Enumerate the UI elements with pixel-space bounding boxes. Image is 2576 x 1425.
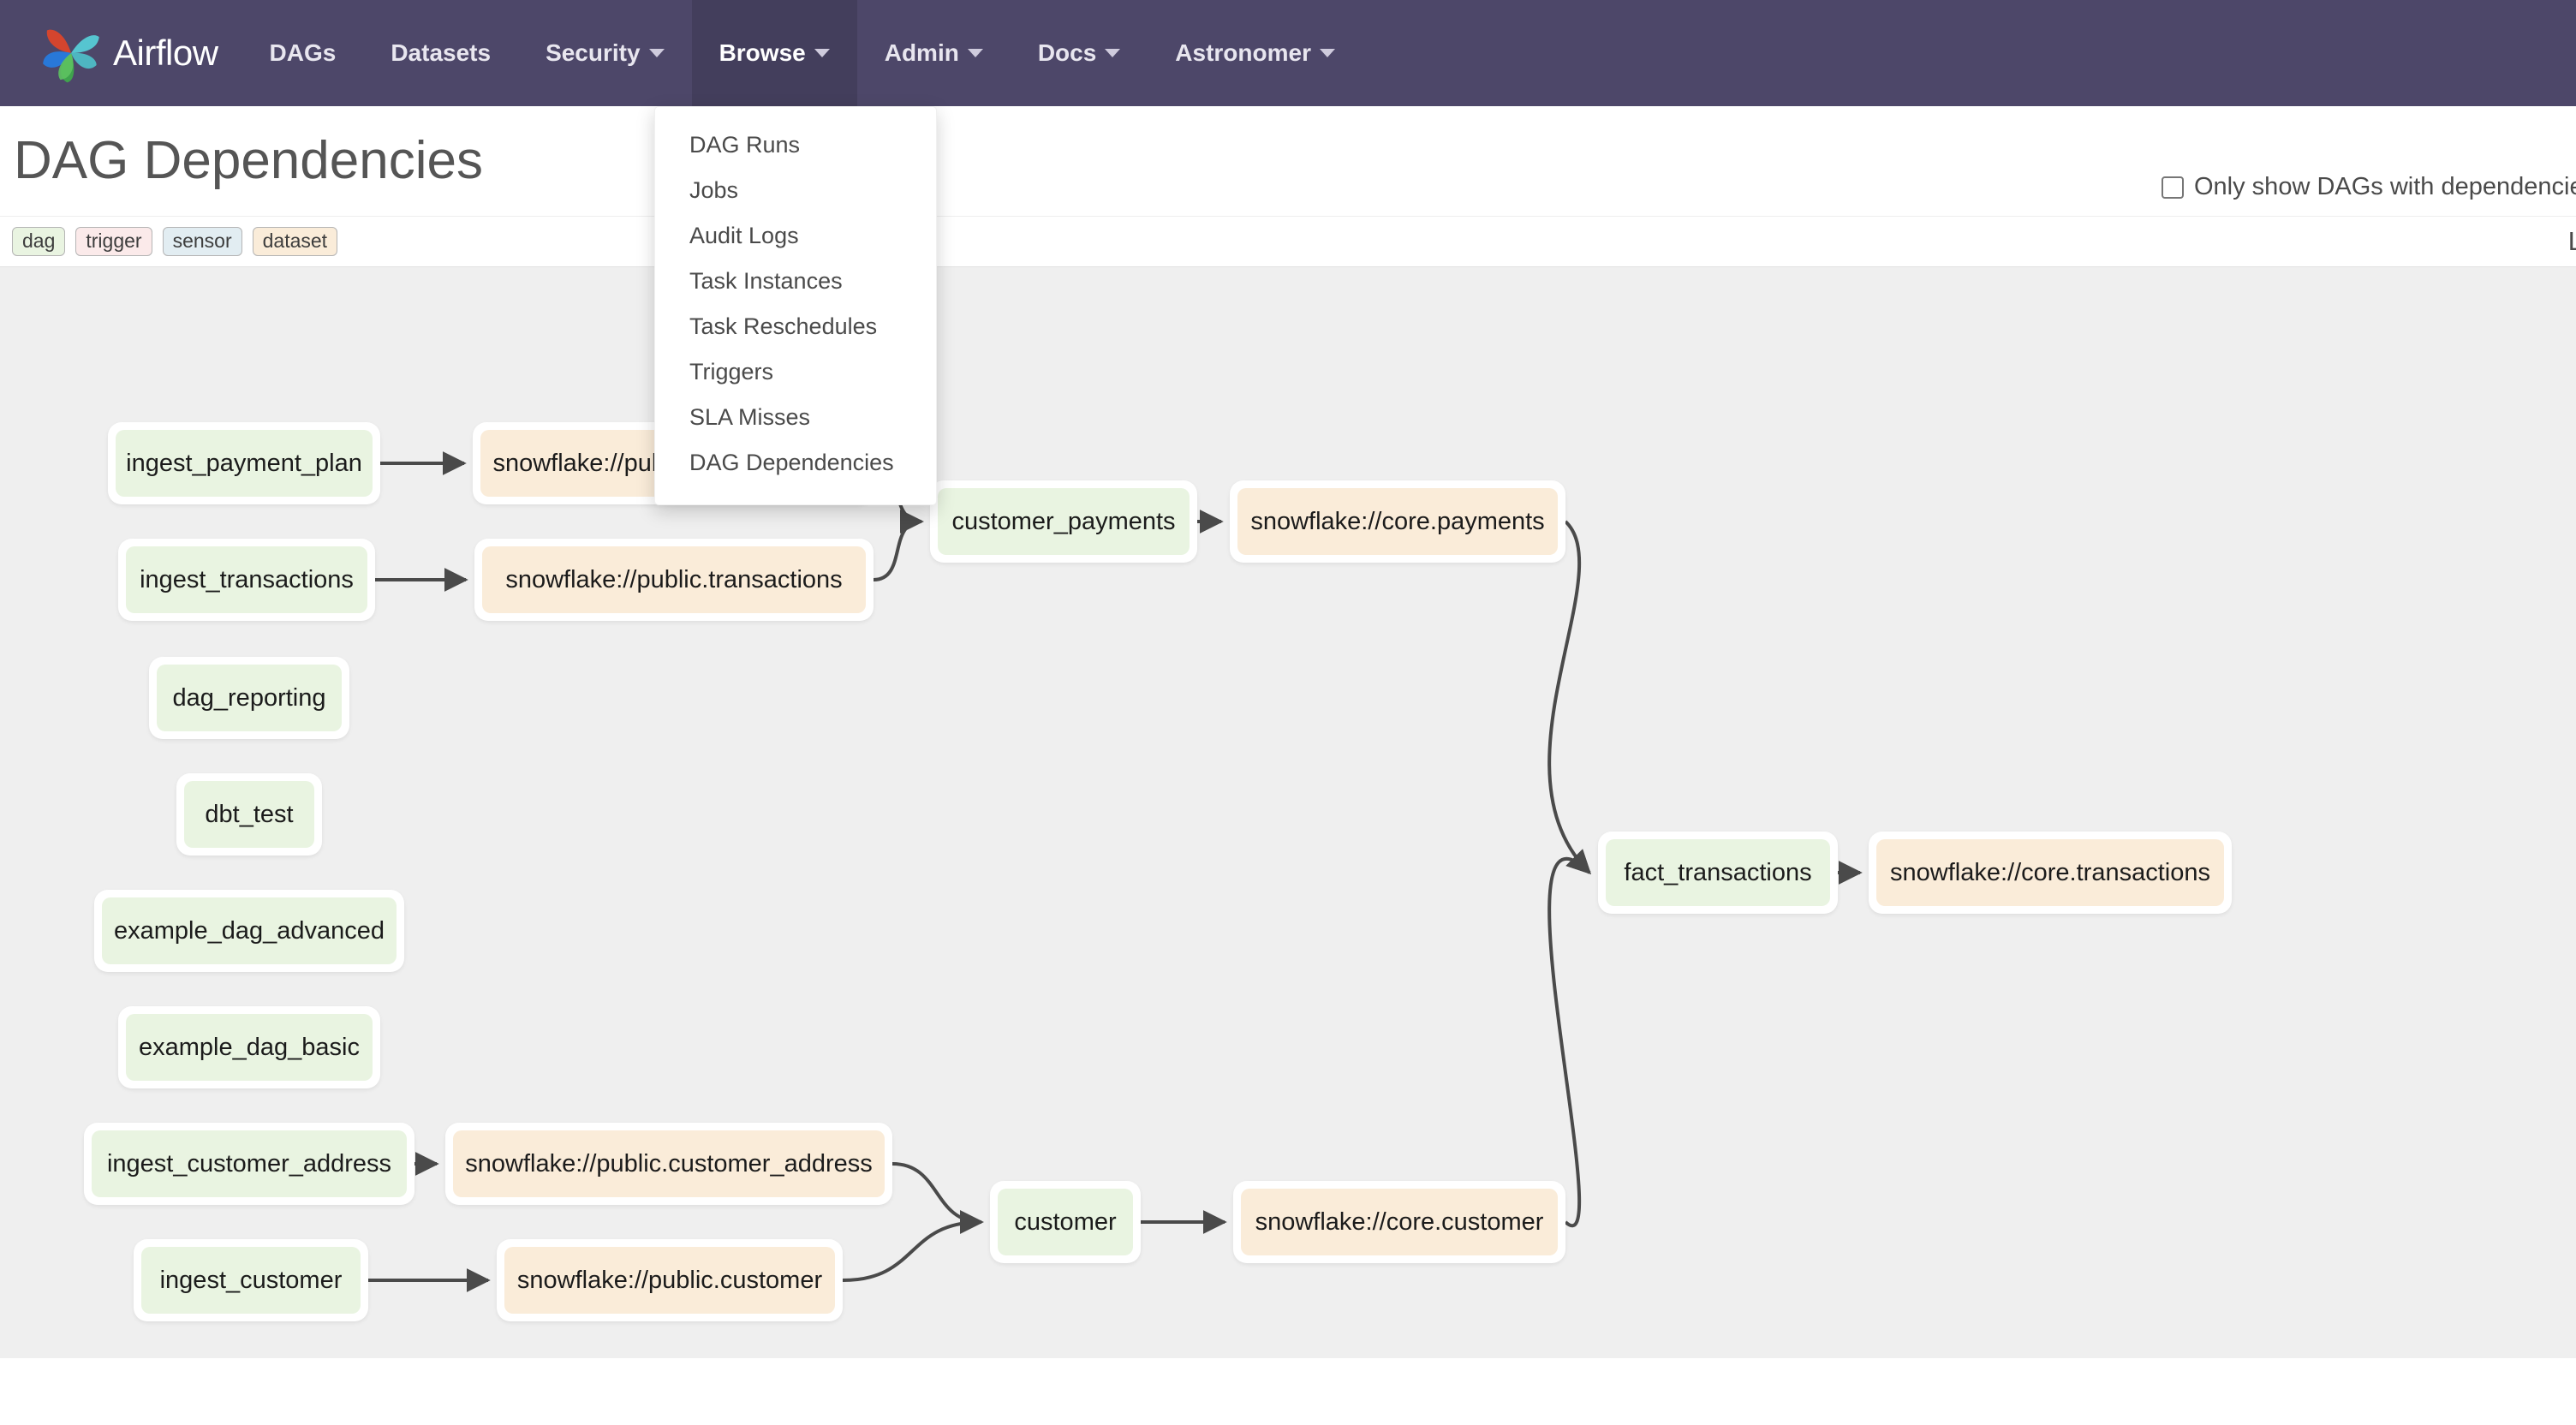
graph-node-example_dag_basic[interactable]: example_dag_basic	[118, 1006, 380, 1088]
graph-node-label: snowflake://public.transactions	[482, 546, 866, 613]
nav-item-browse[interactable]: Browse	[691, 0, 857, 106]
menu-item-task-instances[interactable]: Task Instances	[689, 268, 843, 294]
nav-item-security[interactable]: Security	[518, 0, 692, 106]
graph-node-ingest_customer[interactable]: ingest_customer	[134, 1239, 368, 1321]
graph-node-dbt_test[interactable]: dbt_test	[176, 773, 322, 856]
menu-item-dag-runs[interactable]: DAG Runs	[689, 132, 801, 158]
legend-tag-trigger[interactable]: trigger	[75, 227, 152, 256]
menu-item-audit-logs[interactable]: Audit Logs	[689, 223, 799, 248]
nav-item-docs[interactable]: Docs	[1011, 0, 1148, 106]
chevron-down-icon	[967, 49, 983, 57]
browse-dropdown-menu: DAG Runs Jobs Audit Logs Task Instances …	[654, 106, 937, 505]
graph-node-ds_public_transactions[interactable]: snowflake://public.transactions	[474, 539, 874, 621]
graph-node-ds_core_payments[interactable]: snowflake://core.payments	[1230, 480, 1565, 563]
airflow-pinwheel-logo-icon	[38, 20, 104, 86]
graph-node-fact_transactions[interactable]: fact_transactions	[1598, 832, 1838, 914]
only-show-dags-checkbox[interactable]	[2162, 176, 2184, 199]
legend-tag-sensor[interactable]: sensor	[162, 227, 242, 256]
graph-node-customer[interactable]: customer	[990, 1181, 1141, 1263]
graph-node-label: ingest_customer	[141, 1247, 361, 1314]
graph-node-label: ingest_customer_address	[92, 1130, 407, 1197]
graph-node-label: example_dag_basic	[126, 1014, 373, 1081]
graph-node-label: dag_reporting	[157, 665, 342, 731]
top-navbar: Airflow DAGs Datasets Security Browse Ad…	[0, 0, 2576, 505]
graph-node-label: example_dag_advanced	[102, 897, 397, 964]
menu-item-dag-dependencies[interactable]: DAG Dependencies	[689, 450, 894, 475]
legend-tag-dag[interactable]: dag	[12, 227, 66, 256]
legend-tag-dataset[interactable]: dataset	[252, 227, 338, 256]
graph-edge-ds_public_transactions-to-customer_payments	[873, 510, 924, 581]
graph-node-label: dbt_test	[184, 781, 314, 848]
graph-node-example_dag_advanced[interactable]: example_dag_advanced	[94, 890, 404, 972]
chevron-down-icon	[1105, 49, 1121, 57]
graph-node-label: ingest_transactions	[126, 546, 367, 613]
graph-node-ds_public_customer[interactable]: snowflake://public.customer	[497, 1239, 843, 1321]
graph-node-label: snowflake://core.transactions	[1876, 839, 2224, 906]
graph-edge-ds_public_customer_address-to-customer	[891, 1162, 984, 1234]
nav-label: Admin	[884, 39, 959, 66]
chevron-down-icon	[814, 49, 830, 57]
menu-item-triggers[interactable]: Triggers	[689, 359, 774, 385]
graph-node-ingest_transactions[interactable]: ingest_transactions	[118, 539, 375, 621]
brand-title: Airflow	[113, 33, 218, 73]
graph-node-label: snowflake://public.customer	[504, 1247, 835, 1314]
graph-node-label: snowflake://core.customer	[1241, 1189, 1558, 1255]
graph-node-ds_core_customer[interactable]: snowflake://core.customer	[1233, 1181, 1565, 1263]
nav-label: DAGs	[269, 39, 337, 66]
nav-label: Security	[546, 39, 641, 66]
brand-home-link[interactable]: Airflow	[0, 0, 242, 106]
menu-item-task-reschedules[interactable]: Task Reschedules	[689, 313, 878, 339]
menu-item-jobs[interactable]: Jobs	[689, 177, 739, 203]
page-title: DAG Dependencies	[14, 131, 483, 190]
nav-item-admin[interactable]: Admin	[857, 0, 1011, 106]
graph-node-label: snowflake://public.customer_address	[453, 1130, 885, 1197]
nav-item-datasets[interactable]: Datasets	[363, 0, 518, 106]
nav-label: Docs	[1037, 39, 1097, 66]
nav-item-dags[interactable]: DAGs	[242, 0, 364, 106]
chevron-down-icon	[1320, 49, 1335, 57]
graph-node-label: fact_transactions	[1606, 839, 1830, 906]
graph-node-customer_payments[interactable]: customer_payments	[930, 480, 1197, 563]
nav-label: Browse	[719, 39, 806, 66]
page-header: DAG Dependencies	[0, 106, 2576, 216]
only-show-dags-label: Only show DAGs with dependencies	[2194, 173, 2576, 200]
legend-bar: dag trigger sensor dataset L	[0, 216, 2576, 267]
graph-node-label: ingest_payment_plan	[116, 430, 373, 497]
graph-edge-ds_public_customer-to-customer	[842, 1210, 984, 1282]
airflow-pinwheel-logo-svg	[43, 29, 99, 83]
nav-label: Astronomer	[1175, 39, 1311, 66]
graph-node-label: customer_payments	[938, 488, 1190, 555]
graph-edge-ds_core_payments-to-fact_transactions	[1547, 520, 1591, 874]
graph-edge-ds_core_customer-to-fact_transactions	[1547, 849, 1591, 1227]
graph-node-label: snowflake://core.payments	[1237, 488, 1558, 555]
graph-node-dag_reporting[interactable]: dag_reporting	[149, 657, 349, 739]
navbar-items: DAGs Datasets Security Browse Admin Docs…	[242, 0, 1363, 106]
graph-node-ingest_customer_address[interactable]: ingest_customer_address	[84, 1123, 414, 1205]
nav-item-astronomer[interactable]: Astronomer	[1148, 0, 1363, 106]
graph-node-ingest_payment_plan[interactable]: ingest_payment_plan	[108, 422, 380, 504]
graph-edges-layer	[368, 451, 1863, 1292]
layout-control[interactable]: L	[2567, 226, 2576, 256]
dag-dependency-graph[interactable]: ingest_payment_plansnowflake://public.pa…	[0, 267, 2576, 1358]
graph-node-ds_public_customer_address[interactable]: snowflake://public.customer_address	[445, 1123, 892, 1205]
graph-node-label: customer	[998, 1189, 1133, 1255]
graph-node-ds_core_transactions[interactable]: snowflake://core.transactions	[1869, 832, 2232, 914]
only-show-dags-with-dependencies-control[interactable]: Only show DAGs with dependencies	[2162, 173, 2576, 201]
menu-item-sla-misses[interactable]: SLA Misses	[689, 404, 811, 430]
nav-label: Datasets	[391, 39, 492, 66]
chevron-down-icon	[648, 49, 665, 57]
